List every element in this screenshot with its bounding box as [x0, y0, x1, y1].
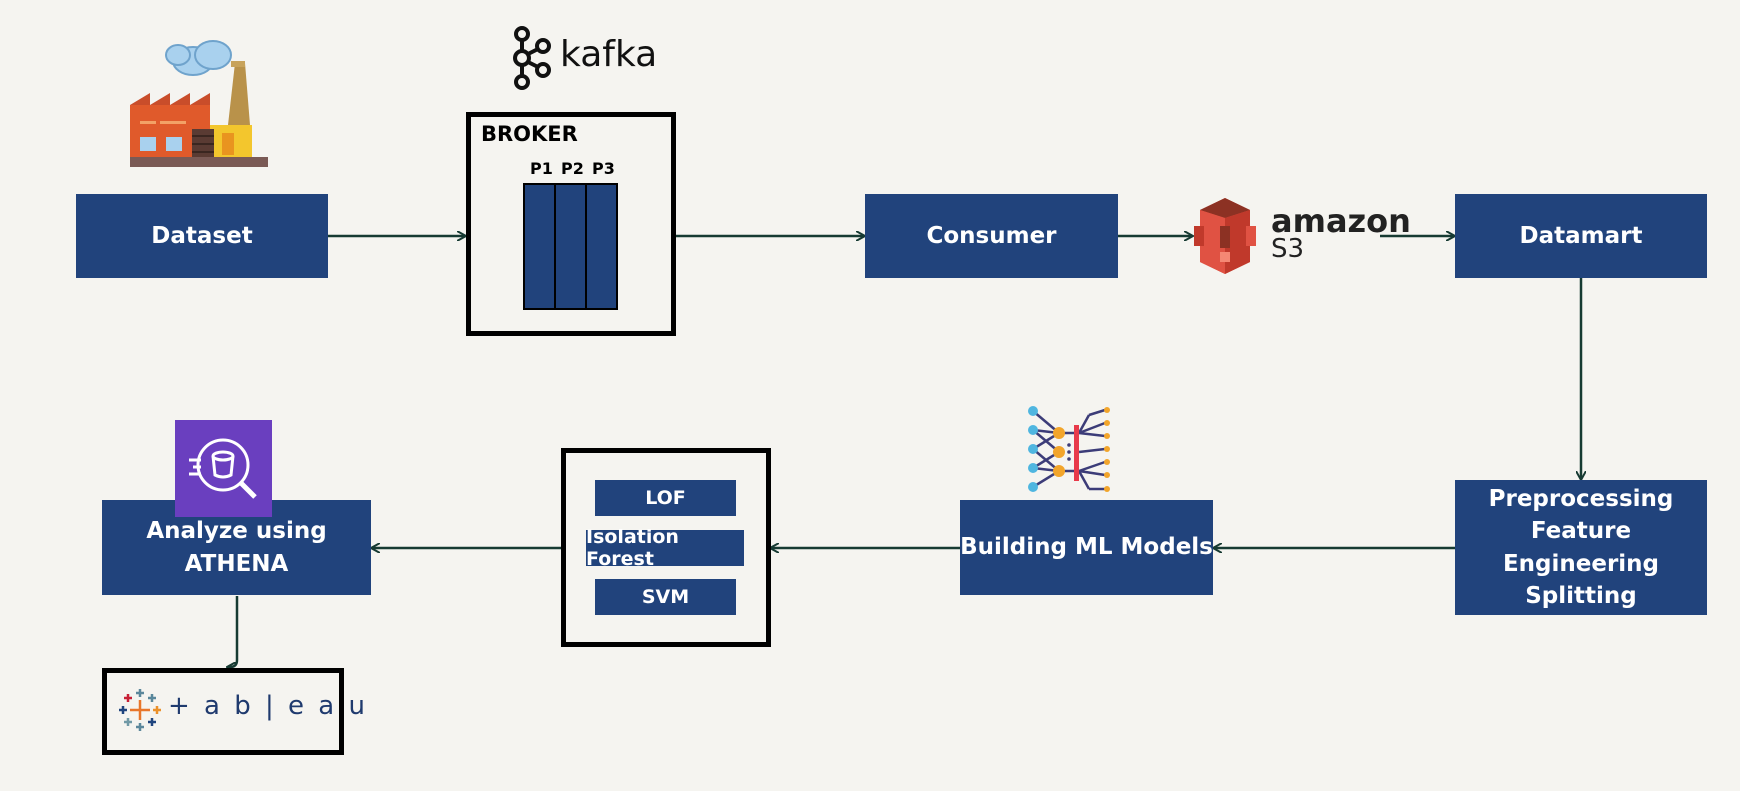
kafka-icon [513, 26, 551, 90]
building-models-label: Building ML Models [960, 534, 1213, 561]
preprocessing-line-3: Splitting [1525, 582, 1637, 609]
consumer-label: Consumer [926, 222, 1057, 249]
athena-label: Analyze using ATHENA [146, 518, 327, 577]
arrow-athena-tableau [228, 596, 239, 667]
s3-logo-text: S3 [1271, 234, 1305, 264]
tableau-icon [119, 689, 161, 731]
lof-box: LOF [595, 480, 736, 516]
partition-p2 [554, 183, 587, 310]
lof-label: LOF [645, 487, 686, 509]
partition-p3 [585, 183, 618, 310]
dataset-label: Dataset [151, 222, 253, 249]
svm-box: SVM [595, 579, 736, 615]
tableau-frame [102, 668, 344, 755]
partition-label-p3: P3 [592, 159, 615, 178]
neural-network-icon [1028, 406, 1110, 492]
partition-p1 [523, 183, 556, 310]
isolation-forest-box: Isolation Forest [586, 526, 744, 570]
amazon-logo-text: amazon [1271, 202, 1411, 240]
datamart-label: Datamart [1519, 222, 1643, 249]
preprocessing-line-1: Preprocessing [1488, 486, 1674, 513]
broker-label: BROKER [481, 122, 578, 146]
datamart-box: Datamart [1455, 194, 1707, 278]
preprocessing-line-2: Feature Engineering [1502, 518, 1660, 577]
partition-label-p1: P1 [530, 159, 553, 178]
isolation-forest-label: Isolation Forest [586, 526, 679, 570]
dataset-box: Dataset [76, 194, 328, 278]
athena-icon [175, 420, 272, 517]
amazon-s3-icon [1194, 198, 1256, 274]
factory-icon [130, 40, 268, 167]
partition-label-p2: P2 [561, 159, 584, 178]
svm-label: SVM [641, 586, 690, 608]
kafka-logo-text: kafka [560, 34, 658, 75]
consumer-box: Consumer [865, 194, 1118, 278]
preprocessing-box: Preprocessing Feature Engineering Splitt… [1455, 480, 1707, 615]
building-models-box: Building ML Models [960, 500, 1213, 595]
tableau-logo-text: + a b | e a u [168, 691, 368, 721]
